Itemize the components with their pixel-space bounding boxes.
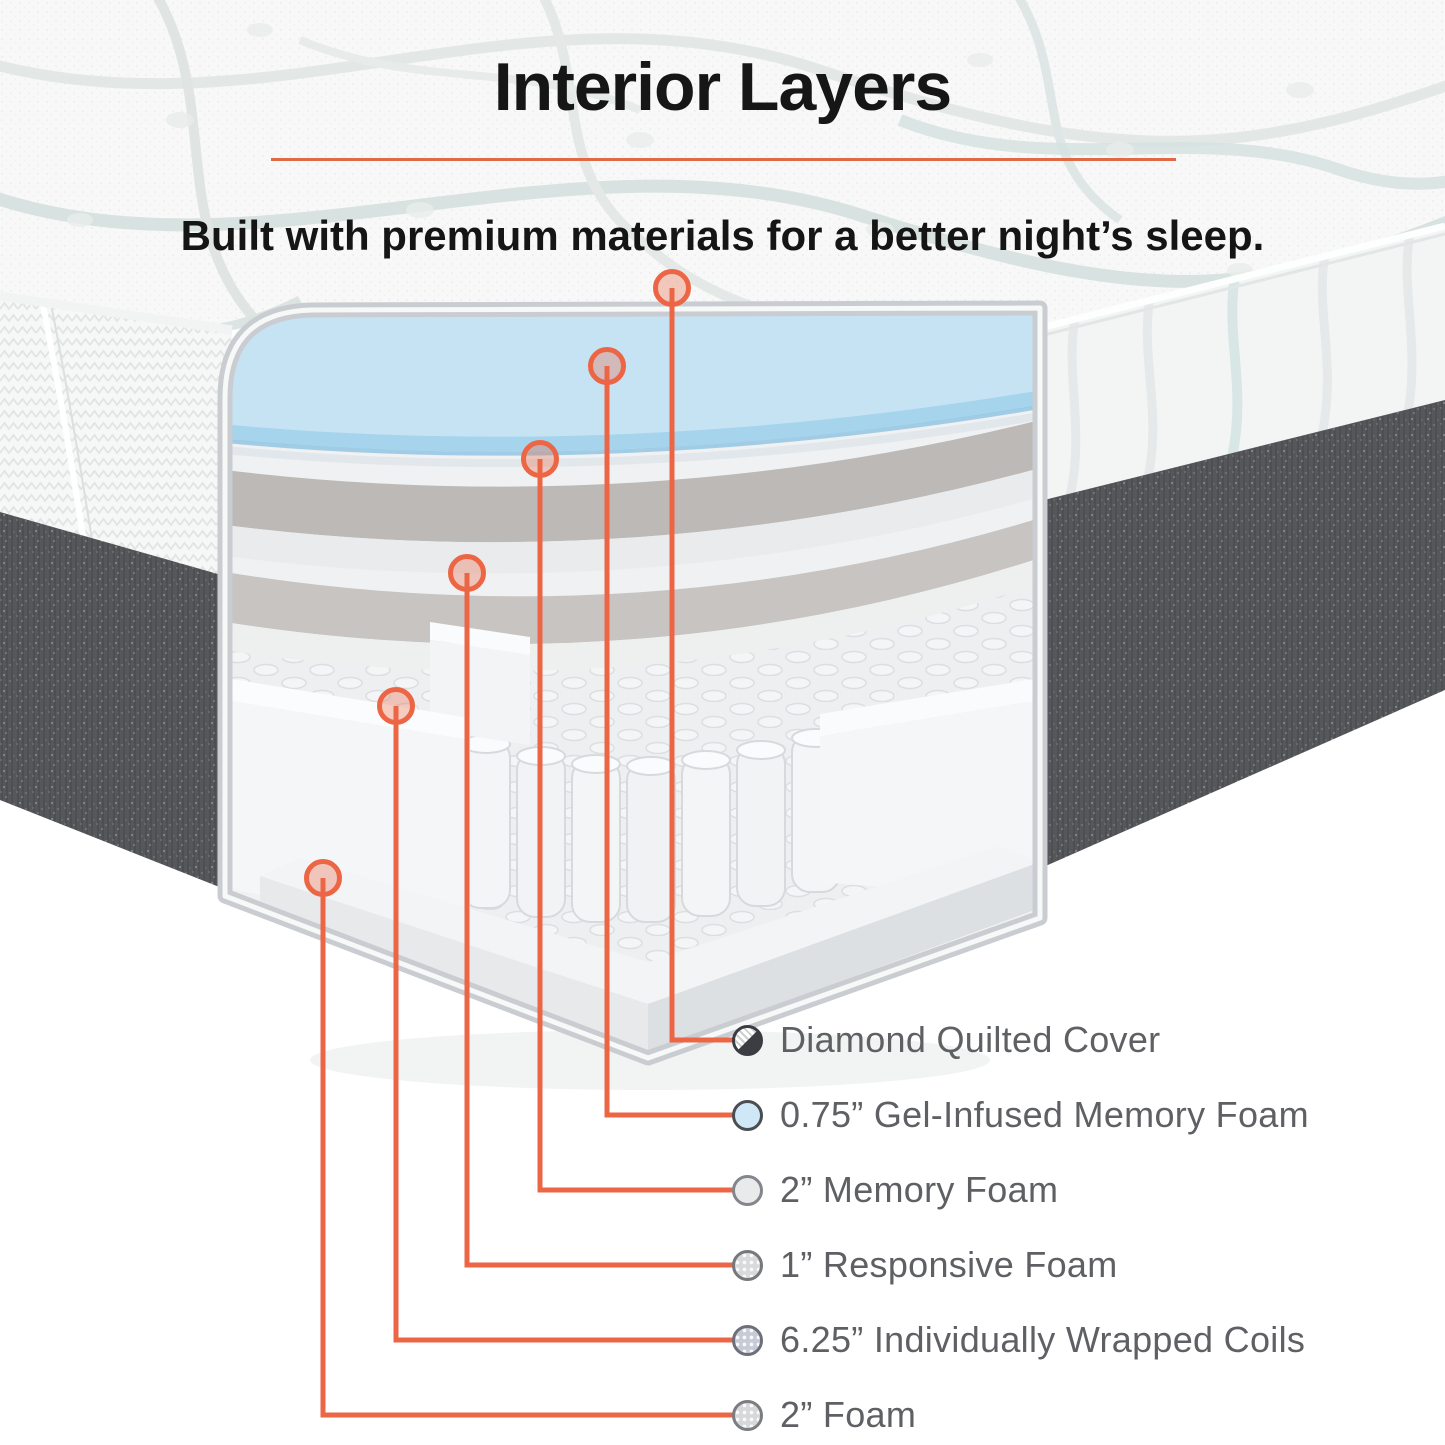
- callout-dot-coils: [377, 687, 415, 725]
- callout-line-gel: [604, 366, 752, 1118]
- layer-gel-memory-foam: [225, 308, 1040, 468]
- callout-dot-memory: [521, 440, 559, 478]
- callout-dot-foam: [304, 859, 342, 897]
- callout-dot-cover: [653, 269, 691, 307]
- cutaway-interior: [225, 308, 1040, 1058]
- base-fabric-left: [0, 512, 232, 892]
- callout-line-cover: [669, 288, 752, 1043]
- base-fabric-right: [1032, 400, 1445, 872]
- layer-bottom-foam: [260, 846, 1040, 1052]
- callout-line-coils: [393, 706, 752, 1343]
- page-title: Interior Layers: [493, 49, 952, 125]
- layer-memory-foam: [225, 420, 1040, 574]
- callout-line-foam: [320, 878, 752, 1418]
- mattress-front-face: [1031, 222, 1445, 503]
- callouts: [304, 269, 752, 1418]
- page-subtitle: Built with premium materials for a bette…: [180, 212, 1265, 259]
- mattress-side-quilt: [0, 291, 233, 578]
- cutaway-frame-highlight: [222, 305, 1043, 1061]
- mattress-top-surface: [0, 0, 1445, 330]
- layer-wrapped-coils: [461, 728, 841, 923]
- callout-dot-gel: [588, 347, 626, 385]
- callout-dot-responsive: [448, 554, 486, 592]
- title-divider: [271, 158, 1176, 161]
- callout-line-memory: [537, 459, 752, 1193]
- layer-responsive-foam: [225, 518, 1040, 672]
- quilt-dimples: [67, 23, 1314, 277]
- callout-line-responsive: [464, 573, 752, 1268]
